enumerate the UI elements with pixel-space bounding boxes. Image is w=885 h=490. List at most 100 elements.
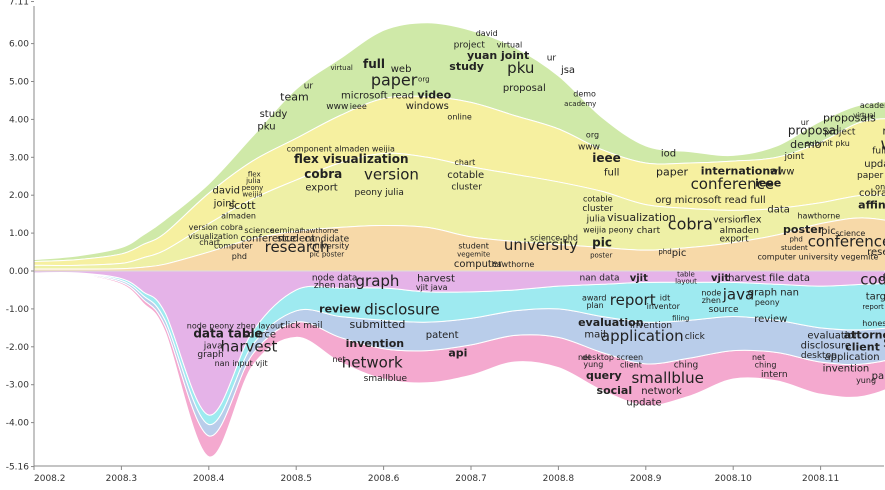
word-label: proposal xyxy=(788,124,840,138)
word-label: cotable xyxy=(447,170,484,181)
y-tick-label: -3.00 xyxy=(6,381,30,391)
word-label: peony xyxy=(755,298,780,307)
word-label: cluster xyxy=(451,183,482,193)
y-tick-label: 0.00 xyxy=(9,267,29,277)
word-label: visualization xyxy=(188,232,238,241)
word-label: flex xyxy=(248,170,261,178)
word-label: graph xyxy=(356,272,400,290)
word-label: chart xyxy=(199,238,220,247)
word-label: www xyxy=(578,143,600,153)
word-label: jsa xyxy=(560,65,575,76)
word-label: java xyxy=(722,285,754,303)
word-label: paper xyxy=(872,371,885,382)
word-label: plan xyxy=(586,301,603,310)
word-label: zhen xyxy=(702,296,721,305)
x-tick-label: 2008.8 xyxy=(543,474,575,484)
word-label: pic xyxy=(592,235,612,249)
word-label: almaden xyxy=(720,226,759,236)
word-label: cluster xyxy=(582,204,613,214)
word-label: node xyxy=(701,289,721,298)
word-label: desktop xyxy=(801,351,837,361)
word-label: chart xyxy=(637,226,661,236)
word-label: node peony zhen layout xyxy=(187,322,284,331)
word-label: project xyxy=(824,128,856,138)
word-label: source xyxy=(709,305,739,315)
word-label: layout xyxy=(675,278,697,286)
word-label: microsoft xyxy=(882,125,885,138)
chart-axes xyxy=(33,6,884,467)
word-label: hawthorne xyxy=(492,260,535,269)
word-label: idt xyxy=(660,294,670,303)
word-label: science phd xyxy=(530,234,578,243)
y-tick-label: 3.00 xyxy=(9,153,29,163)
word-label: honesty xyxy=(862,319,885,328)
x-tick-label: 2008.2 xyxy=(34,474,66,484)
word-label: screen xyxy=(883,333,885,351)
word-label: pic xyxy=(672,248,687,259)
x-tick-label: 2008.5 xyxy=(280,474,312,484)
word-label: team xyxy=(280,90,309,103)
word-label: table xyxy=(677,271,695,279)
y-tick-label: -4.00 xyxy=(6,419,30,429)
word-label: read xyxy=(392,91,415,102)
word-label: invention xyxy=(630,321,672,331)
y-tick-label: 6.00 xyxy=(9,40,29,50)
word-label: cobra xyxy=(859,188,885,199)
word-label: vjit java xyxy=(416,283,448,292)
word-label: cobra xyxy=(304,167,342,181)
word-label: target xyxy=(866,291,885,302)
word-label: submit pku xyxy=(805,139,850,148)
word-label: disclosure xyxy=(364,301,439,319)
stream-layers xyxy=(33,22,885,458)
word-label: click mail xyxy=(280,321,322,331)
word-label: disclosure xyxy=(801,341,851,352)
word-label: paper xyxy=(371,70,418,89)
word-label: virtual xyxy=(330,64,352,72)
word-label: hawthorne xyxy=(301,227,338,235)
word-label: ur xyxy=(547,54,557,64)
word-label: full xyxy=(872,147,885,157)
word-label: david xyxy=(213,185,241,196)
word-label: poster xyxy=(783,223,824,236)
x-tick-label: 2008.11 xyxy=(802,474,839,484)
word-label: phd xyxy=(789,235,802,243)
word-label: yung xyxy=(583,360,603,369)
word-label: net xyxy=(578,353,591,362)
word-label: science xyxy=(244,226,274,235)
word-label: filing xyxy=(672,314,689,322)
word-label: component almaden weijia xyxy=(287,145,395,154)
word-label: chart xyxy=(454,158,475,167)
word-label: attorney xyxy=(844,328,885,341)
word-label: virtual xyxy=(497,40,523,49)
word-label: windows xyxy=(406,101,449,112)
word-label: computer xyxy=(454,259,503,270)
x-tick-label: 2008.4 xyxy=(193,474,225,484)
word-label: yuan joint xyxy=(467,49,529,62)
word-label: full xyxy=(363,57,385,71)
word-label: ieee xyxy=(350,102,367,111)
word-label: joint xyxy=(784,152,805,162)
word-label: student xyxy=(781,244,808,252)
word-label: pku xyxy=(257,121,275,132)
word-label: conference xyxy=(691,175,775,193)
y-tick-label: -5.16 xyxy=(6,463,30,473)
word-label: candidate xyxy=(304,234,349,244)
word-label: version cobra xyxy=(189,223,244,232)
word-label: evaluation xyxy=(807,330,860,341)
word-label: application xyxy=(824,352,879,363)
word-label: nan input vjit xyxy=(215,359,268,368)
word-label: online international xyxy=(875,183,885,192)
word-label: data table xyxy=(193,326,262,340)
word-label: mail xyxy=(584,329,605,340)
word-label: seminar xyxy=(270,226,303,235)
x-tick-label: 2008.9 xyxy=(630,474,662,484)
word-label: study xyxy=(449,60,484,73)
word-label: www xyxy=(770,166,795,177)
word-label: export xyxy=(719,234,749,244)
word-label: project xyxy=(454,40,486,50)
y-tick-label: 7.11 xyxy=(9,0,29,8)
word-label: report xyxy=(610,291,656,309)
word-label: full xyxy=(604,167,619,178)
